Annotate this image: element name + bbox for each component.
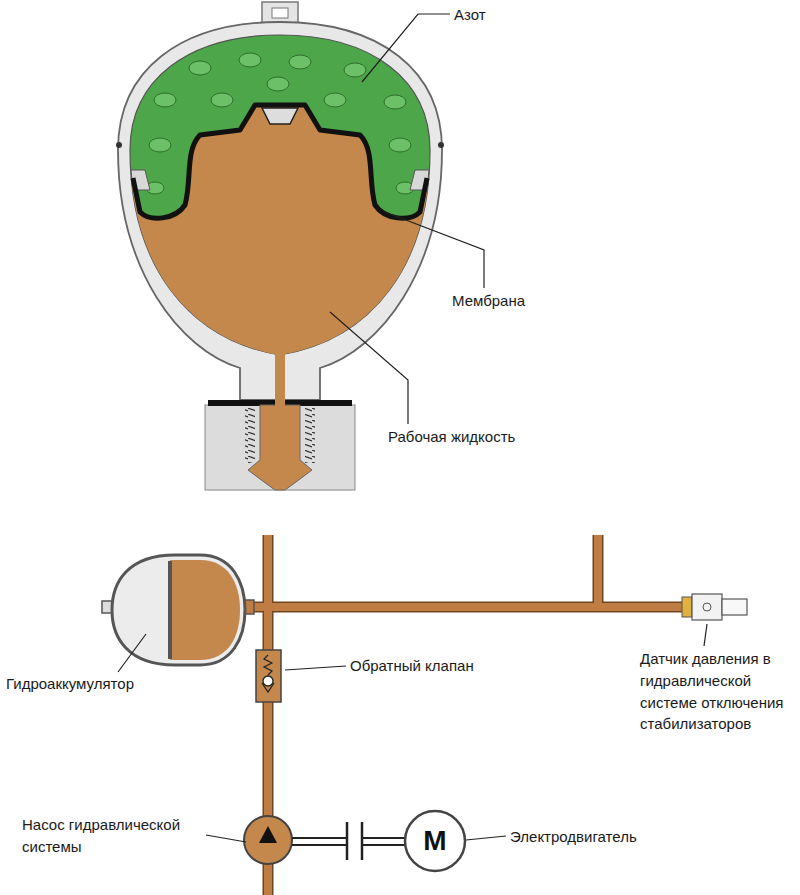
check-valve [256, 650, 281, 702]
cap-slot [272, 8, 288, 18]
callout-label: Мембрана [452, 290, 525, 312]
working-fluid [120, 105, 440, 380]
motor-circle-shape [405, 811, 465, 871]
accumulator-shell [118, 22, 442, 400]
accumulator-fluid [170, 555, 250, 665]
thread [305, 408, 315, 463]
shaft [362, 844, 405, 846]
leader-line [330, 312, 408, 424]
pump-symbol [244, 816, 292, 864]
weld-seam [116, 142, 122, 148]
valve-ball [263, 676, 273, 686]
callout-label: Насос гидравлической системы [22, 814, 204, 858]
coupling [346, 822, 349, 860]
pipe-outline [250, 535, 685, 895]
callout-label: Датчик давления в гидравлической системе… [640, 648, 796, 735]
callout-label: Гидроаккумулятор [6, 673, 134, 695]
leader-line [362, 14, 450, 82]
pressure-sensor [682, 594, 747, 620]
shaft [362, 837, 405, 839]
callout-label: Рабочая жидкость [388, 426, 515, 448]
shaft [292, 844, 347, 846]
leader-line [704, 624, 707, 646]
leader-line [385, 212, 484, 288]
membrane [133, 105, 427, 218]
callout-label: Электродвигатель [510, 826, 637, 848]
shaft [292, 837, 347, 839]
pump-arrow [259, 826, 277, 843]
thread [245, 408, 255, 463]
coupling [361, 822, 364, 860]
membrane-button [262, 108, 298, 124]
weld-seam [438, 142, 444, 148]
valve-spring [264, 655, 272, 675]
accumulator-membrane [168, 561, 172, 659]
motor-circle: M [403, 809, 467, 873]
hydraulic-pipe [250, 535, 685, 895]
motor-symbol-letter: M [423, 825, 446, 857]
node-text-holder: M [403, 809, 467, 873]
callout-label: Обратный клапан [350, 655, 474, 677]
leader-line [466, 836, 506, 840]
leader-line [285, 666, 346, 670]
callout-label: Азот [454, 4, 486, 26]
leader-line [206, 835, 246, 842]
leader-line [118, 634, 146, 672]
fluid-channel [275, 400, 285, 470]
